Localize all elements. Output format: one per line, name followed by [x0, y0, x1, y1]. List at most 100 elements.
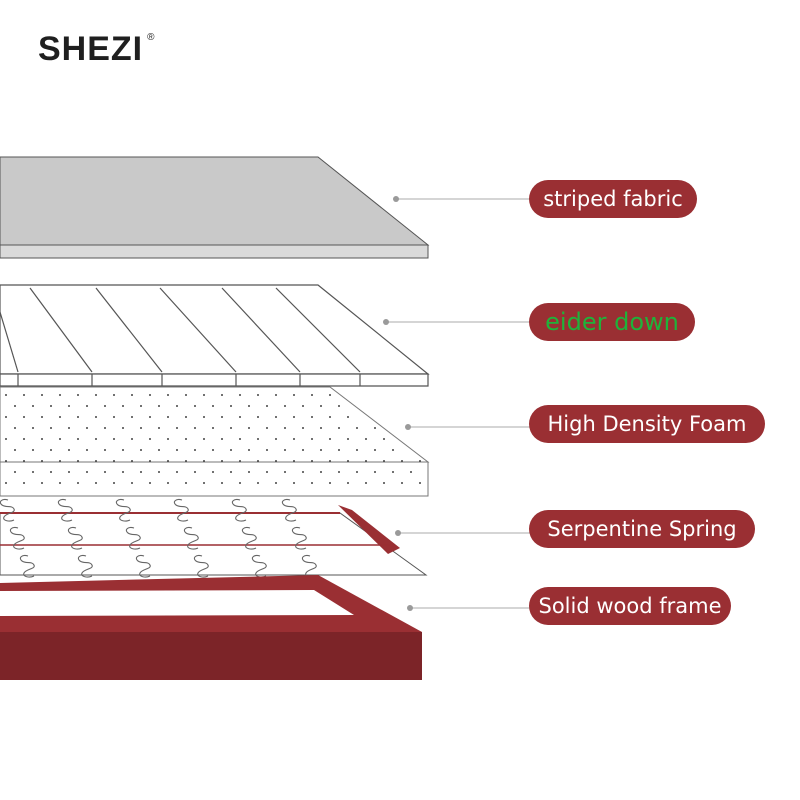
foam-pore [167, 394, 169, 396]
foam-pore [68, 405, 70, 407]
foam-pore [50, 427, 52, 429]
foam-pore [86, 405, 88, 407]
layer-serpentine-spring [0, 498, 428, 578]
foam-pore [419, 482, 421, 484]
serpentine-coil [241, 526, 257, 550]
foam-pore [95, 394, 97, 396]
foam-pore [392, 449, 394, 451]
foam-pore [131, 460, 133, 462]
foam-pore [5, 394, 7, 396]
foam-pore [212, 471, 214, 473]
foam-pore [32, 471, 34, 473]
foam-pore [140, 449, 142, 451]
registered-mark: ® [147, 32, 156, 43]
layer-high-density-foam [0, 386, 430, 497]
foam-pore [275, 482, 277, 484]
foam-pore [401, 460, 403, 462]
foam-pore [41, 416, 43, 418]
foam-pore [167, 460, 169, 462]
foam-pore [59, 460, 61, 462]
foam-pore [95, 438, 97, 440]
foam-pore [113, 394, 115, 396]
foam-pore [221, 416, 223, 418]
foam-pore [176, 405, 178, 407]
foam-pore [50, 405, 52, 407]
foam-pore [302, 427, 304, 429]
foam-pore [50, 449, 52, 451]
serpentine-coil [9, 526, 25, 550]
foam-pore [185, 482, 187, 484]
foam-pore [149, 438, 151, 440]
foam-pore [212, 449, 214, 451]
foam-pore [275, 460, 277, 462]
foam-pore [356, 427, 358, 429]
leader-dot-foam [405, 424, 411, 430]
eider-top-face [0, 284, 430, 375]
foam-pore [122, 427, 124, 429]
foam-pore [167, 482, 169, 484]
foam-pore [95, 482, 97, 484]
foam-pore [41, 394, 43, 396]
foam-pore [131, 482, 133, 484]
foam-pore [266, 405, 268, 407]
foam-pore [374, 449, 376, 451]
foam-pore [266, 449, 268, 451]
foam-pore [86, 427, 88, 429]
foam-pore [275, 416, 277, 418]
foam-pore [77, 438, 79, 440]
foam-pore [356, 471, 358, 473]
eider-front-face [0, 373, 429, 387]
eider-stripe [29, 287, 93, 373]
foam-pore [203, 460, 205, 462]
foam-pore [284, 471, 286, 473]
foam-pore [131, 438, 133, 440]
foam-pore [14, 427, 16, 429]
foam-pore [248, 449, 250, 451]
foam-pore [5, 460, 7, 462]
foam-pore [257, 438, 259, 440]
foam-pore [131, 394, 133, 396]
frame-front-face [0, 632, 422, 680]
foam-pore [5, 482, 7, 484]
foam-pore [248, 471, 250, 473]
foam-pore [77, 460, 79, 462]
foam-pore [401, 482, 403, 484]
foam-pore [257, 416, 259, 418]
serpentine-coil [57, 498, 73, 522]
foam-pore [230, 427, 232, 429]
foam-pore [14, 405, 16, 407]
foam-pore [32, 427, 34, 429]
foam-pore [68, 449, 70, 451]
foam-pore [77, 416, 79, 418]
foam-pore [50, 471, 52, 473]
foam-pore [77, 394, 79, 396]
foam-pore [122, 405, 124, 407]
foam-pore [212, 405, 214, 407]
foam-pore [77, 482, 79, 484]
foam-pore [329, 460, 331, 462]
foam-pore [158, 471, 160, 473]
foam-pore [338, 449, 340, 451]
foam-pore [419, 460, 421, 462]
foam-pore [329, 394, 331, 396]
foam-pore [257, 394, 259, 396]
foam-pore [23, 394, 25, 396]
foam-pore [284, 449, 286, 451]
foam-pore [158, 449, 160, 451]
label-serpentine-spring: Serpentine Spring [529, 510, 755, 548]
foam-pore [239, 416, 241, 418]
foam-pore [392, 471, 394, 473]
foam-pore [113, 460, 115, 462]
foam-pore [293, 482, 295, 484]
leader-dot-spring [395, 530, 401, 536]
serpentine-coil [183, 526, 199, 550]
foam-pore [59, 416, 61, 418]
foam-pore [347, 438, 349, 440]
foam-pore [185, 394, 187, 396]
eider-stripe [159, 287, 237, 373]
foam-pore [212, 427, 214, 429]
foam-pore [194, 405, 196, 407]
foam-pore [221, 460, 223, 462]
foam-pore [185, 460, 187, 462]
